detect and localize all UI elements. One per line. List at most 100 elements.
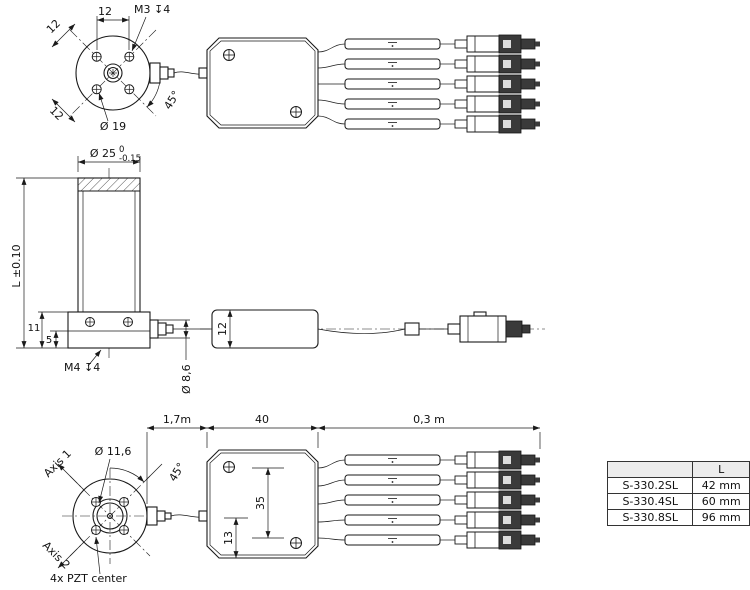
dim-label-5: 5: [46, 335, 52, 346]
top-cap: [77, 177, 141, 192]
pzt-center-label: 4x PZT center: [50, 572, 127, 585]
model-cell: S-330.8SL: [606, 509, 694, 526]
braid-sleeve: [344, 118, 441, 130]
cable-assembly: [317, 530, 541, 550]
dim-label-cable-0-3m: 0,3 m: [413, 413, 445, 426]
connector: [454, 470, 541, 490]
cable-assembly: [317, 470, 541, 490]
dim-label-12-upper-left: 12: [44, 17, 63, 36]
pzt-center: [119, 497, 129, 507]
box-outline: [206, 37, 319, 129]
dim-label-11: 11: [28, 323, 41, 334]
length-col-header: L: [692, 461, 750, 478]
connector: [454, 114, 541, 134]
connector: [454, 510, 541, 530]
table-row: S-330.4SL 60 mm: [606, 493, 750, 510]
table-header-row: L: [606, 461, 750, 478]
cable-stub: [149, 319, 159, 339]
connector: [454, 490, 541, 510]
screw: [123, 317, 133, 327]
side-view: Ø 25 0 -0.15 L ±0.10 11 5 M4 ↧4 Ø 8,6 12: [10, 145, 545, 394]
ferrite-bead: [404, 322, 420, 336]
flange-outline: [72, 478, 148, 554]
dim-label-dia11-6: Ø 11,6: [95, 445, 132, 458]
connector: [454, 74, 541, 94]
cable-assembly: [317, 114, 541, 134]
model-cell: S-330.2SL: [606, 477, 694, 494]
dim-label-length-L: L ±0.10: [10, 244, 23, 287]
dim-label-dia19: Ø 19: [100, 120, 126, 133]
connector: [454, 54, 541, 74]
screw: [223, 461, 235, 473]
angle-label-45-bottom: 45°: [166, 460, 187, 483]
braid-sleeve: [344, 514, 441, 526]
screw: [91, 84, 102, 95]
angle-label-45-top: 45°: [161, 88, 182, 111]
connector: [454, 450, 541, 470]
center-bore: [103, 63, 123, 83]
cable-assembly: [317, 94, 541, 114]
table-row: S-330.2SL 42 mm: [606, 477, 750, 494]
connector-side: [447, 311, 531, 343]
cable-stub: [149, 62, 161, 84]
connector: [454, 530, 541, 550]
screw: [290, 106, 302, 118]
mounting-flange: [67, 311, 151, 349]
braid-sleeve: [344, 494, 441, 506]
connector: [454, 94, 541, 114]
dim-label-cable-1-7m: 1,7m: [163, 413, 191, 426]
model-length-table: L S-330.2SL 42 mm S-330.4SL 60 mm S-330.…: [606, 461, 750, 526]
dim-label-12-top: 12: [98, 5, 112, 18]
dim-label-35: 35: [254, 496, 267, 510]
screw: [124, 84, 135, 95]
length-cell: 96 mm: [692, 509, 750, 526]
front-view-bottom: Ø 11,6 Axis 1 Axis 2 45° 4x PZT center: [40, 445, 208, 585]
dim-label-dia25: Ø 25: [90, 147, 116, 160]
model-col-header: [606, 461, 694, 478]
connector: [454, 34, 541, 54]
pzt-center: [91, 525, 101, 535]
braid-sleeve: [344, 534, 441, 546]
screw: [290, 537, 302, 549]
cable-assembly: [317, 450, 541, 470]
screw: [85, 317, 95, 327]
braid-sleeve: [344, 98, 441, 110]
braid-sleeve: [344, 454, 441, 466]
braid-sleeve: [344, 474, 441, 486]
cable-assembly: [318, 74, 541, 94]
electronics-box-bottom: 35 13: [198, 449, 319, 559]
table-row: S-330.8SL 96 mm: [606, 509, 750, 526]
cable-assembly: [317, 490, 541, 510]
dim-label-12-module: 12: [216, 322, 229, 336]
electronics-box-top: [198, 37, 319, 129]
cable: [317, 328, 406, 334]
braid-sleeve: [344, 38, 441, 50]
cable-assembly: [317, 34, 541, 54]
screw: [223, 49, 235, 61]
tolerance-lower: -0.15: [119, 154, 141, 164]
screw: [124, 51, 135, 62]
pzt-center: [119, 525, 129, 535]
dim-label-13: 13: [222, 531, 235, 545]
tolerance-upper: 0: [119, 145, 124, 155]
cable-harness-bottom: [317, 450, 541, 550]
dim-label-12-lower-left: 12: [47, 104, 66, 123]
cable-assembly: [317, 510, 541, 530]
braid-sleeve: [344, 78, 441, 90]
axis-2-label: Axis 2: [40, 539, 73, 572]
length-cell: 60 mm: [692, 493, 750, 510]
front-view-top: 12 M3 ↧4 12 12 Ø 19 45°: [44, 3, 208, 133]
cylinder-body: [77, 177, 141, 313]
length-cell: 42 mm: [692, 477, 750, 494]
braid-sleeve: [344, 58, 441, 70]
screw: [91, 51, 102, 62]
dimension-row: 1,7m 40 0,3 m: [146, 413, 541, 504]
cable-assembly: [317, 54, 541, 74]
dim-label-40: 40: [255, 413, 269, 426]
cable-stub: [146, 506, 158, 526]
thread-callout-m4: M4 ↧4: [64, 361, 100, 374]
cable-harness-top: [317, 34, 541, 134]
model-cell: S-330.4SL: [606, 493, 694, 510]
